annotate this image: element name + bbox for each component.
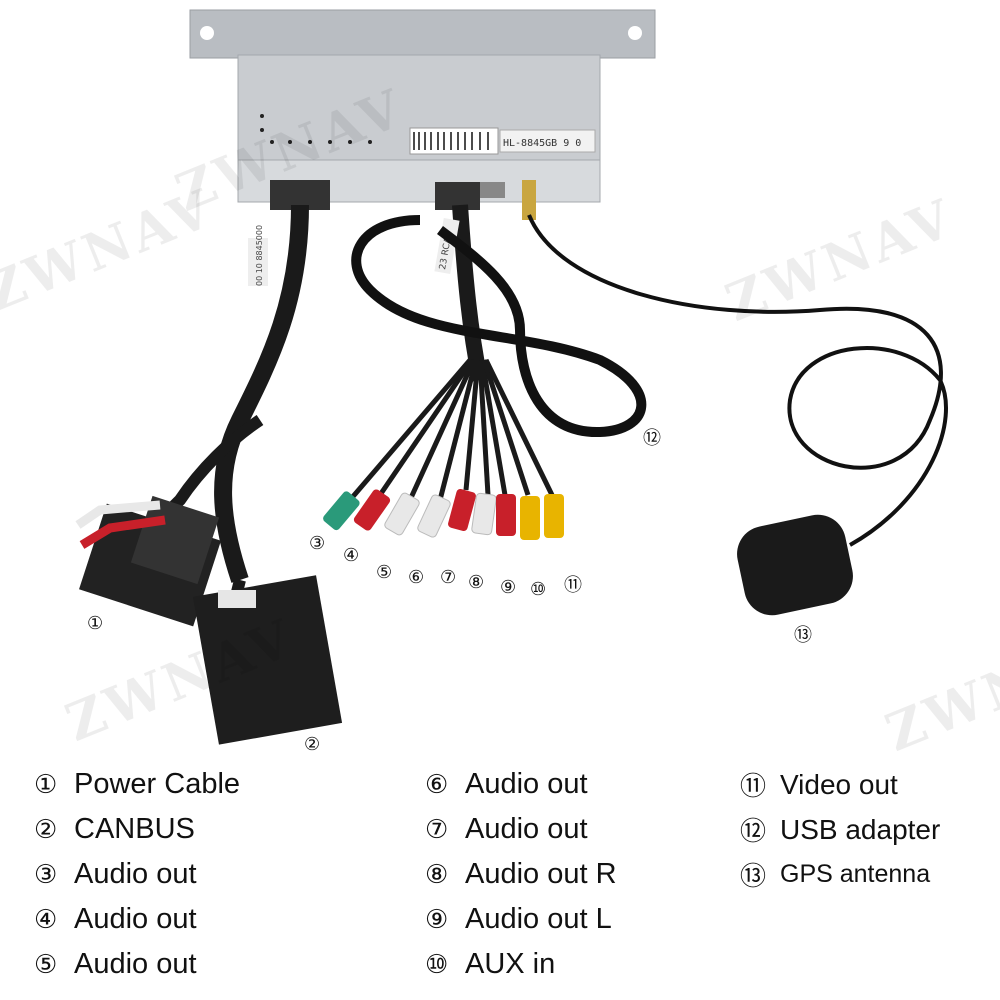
power-harness <box>214 204 309 583</box>
legend-item: ③ Audio out <box>34 852 240 897</box>
legend-column-1: ① Power Cable ② CANBUS ③ Audio out ④ Audio o… <box>34 762 240 987</box>
model-label: HL-8845GB 9 0 <box>503 138 581 149</box>
power-rca-red <box>79 515 166 549</box>
rca-plug-11 <box>544 494 564 538</box>
legend-item: ⑥ Audio out <box>425 762 617 807</box>
rca-plug-6 <box>417 494 451 538</box>
callout-1: ① <box>87 613 104 634</box>
legend-item: ⑤ Audio out <box>34 942 240 987</box>
mount-hole-left <box>200 26 214 40</box>
usb-cable <box>351 215 647 438</box>
legend-column-3: ⑪ Video out ⑫ USB adapter ⑬ GPS antenna <box>740 762 940 897</box>
rca-plug-5 <box>384 492 420 536</box>
legend-number: ⑧ <box>425 859 449 890</box>
product-photo: HL-8845GB 9 0 00 10 8845000 23 RCA- <box>0 9 1000 764</box>
legend-label: AUX in <box>465 948 556 980</box>
legend-number: ⑥ <box>425 769 449 800</box>
legend-label: USB adapter <box>780 813 941 845</box>
legend-number: ⑦ <box>425 814 449 845</box>
legend-number: ⑩ <box>425 949 449 980</box>
rca-leads <box>348 358 555 502</box>
rca-plug-4 <box>353 489 391 531</box>
legend-number: ④ <box>34 904 58 935</box>
legend-column-2: ⑥ Audio out ⑦ Audio out ⑧ Audio out R ⑨ Audi… <box>425 762 617 987</box>
legend-item: ⑩ AUX in <box>425 942 617 987</box>
legend-label: Audio out <box>74 903 197 935</box>
legend-number: ⑨ <box>425 904 449 935</box>
legend-label: Audio out <box>74 948 197 980</box>
legend-label: Audio out <box>74 858 197 890</box>
canbus-box <box>192 575 343 745</box>
rca-plug-10 <box>520 496 540 540</box>
legend-item: ① Power Cable <box>34 762 240 807</box>
legend-item: ⑬ GPS antenna <box>740 852 940 897</box>
legend-number: ③ <box>34 859 58 890</box>
legend-number: ② <box>34 814 58 845</box>
legend-label: Video out <box>780 768 898 800</box>
legend-label: CANBUS <box>74 813 195 845</box>
rca-plug-9 <box>496 494 516 536</box>
usb-port <box>480 182 505 198</box>
legend-item: ⑫ USB adapter <box>740 807 940 852</box>
rca-plug-7 <box>448 488 476 532</box>
legend-label: Audio out R <box>465 858 617 890</box>
rca-bundle <box>452 204 488 382</box>
legend-number: ⑤ <box>34 949 58 980</box>
antenna-port <box>522 180 536 220</box>
cable-tag-2-bg <box>434 218 460 274</box>
legend-item: ⑧ Audio out R <box>425 852 617 897</box>
legend-label: Audio out <box>465 813 588 845</box>
rca-plug-3 <box>323 491 360 531</box>
rca-plugs <box>323 488 564 540</box>
callout-7: ⑦ <box>440 567 457 588</box>
gps-cable <box>527 214 948 547</box>
power-rca-white <box>75 500 161 529</box>
callout-11: ⑪ <box>564 575 582 596</box>
barcode-sticker <box>409 127 499 155</box>
barcode <box>413 132 489 150</box>
callout-12: ⑫ <box>643 428 661 449</box>
wiring-illustration: HL-8845GB 9 0 00 10 8845000 23 RCA- <box>75 9 948 745</box>
callout-8: ⑧ <box>468 572 485 593</box>
cable-tag-1: 00 10 8845000 <box>255 225 264 286</box>
model-label-box <box>499 129 596 153</box>
legend-number: ⑬ <box>740 862 767 892</box>
callout-6: ⑥ <box>408 567 425 588</box>
callout-4: ④ <box>343 545 360 566</box>
mount-bracket <box>189 9 656 59</box>
callout-9: ⑨ <box>500 577 517 598</box>
legend-item: ⑨ Audio out L <box>425 897 617 942</box>
legend-item: ④ Audio out <box>34 897 240 942</box>
canbus-connector <box>218 590 256 608</box>
legend-item: ⑦ Audio out <box>425 807 617 852</box>
legend-number: ⑫ <box>740 817 767 847</box>
callout-3: ③ <box>309 533 326 554</box>
cable-tag-1-bg <box>248 238 268 286</box>
callout-2: ② <box>304 734 321 755</box>
gps-antenna <box>737 514 853 616</box>
callout-13: ⑬ <box>794 625 812 646</box>
mount-hole-right <box>628 26 642 40</box>
legend-number: ① <box>34 769 58 800</box>
legend-number: ⑪ <box>740 772 767 802</box>
legend-item: ② CANBUS <box>34 807 240 852</box>
callout-10: ⑩ <box>530 579 547 600</box>
callout-5: ⑤ <box>376 562 393 583</box>
vent-dots <box>260 114 372 144</box>
legend-label: Audio out <box>465 768 588 800</box>
legend-label: Power Cable <box>74 768 241 800</box>
legend-item: ⑪ Video out <box>740 762 940 807</box>
legend-label: GPS antenna <box>780 860 931 888</box>
legend-label: Audio out L <box>465 903 612 935</box>
rca-plug-8 <box>471 492 497 536</box>
